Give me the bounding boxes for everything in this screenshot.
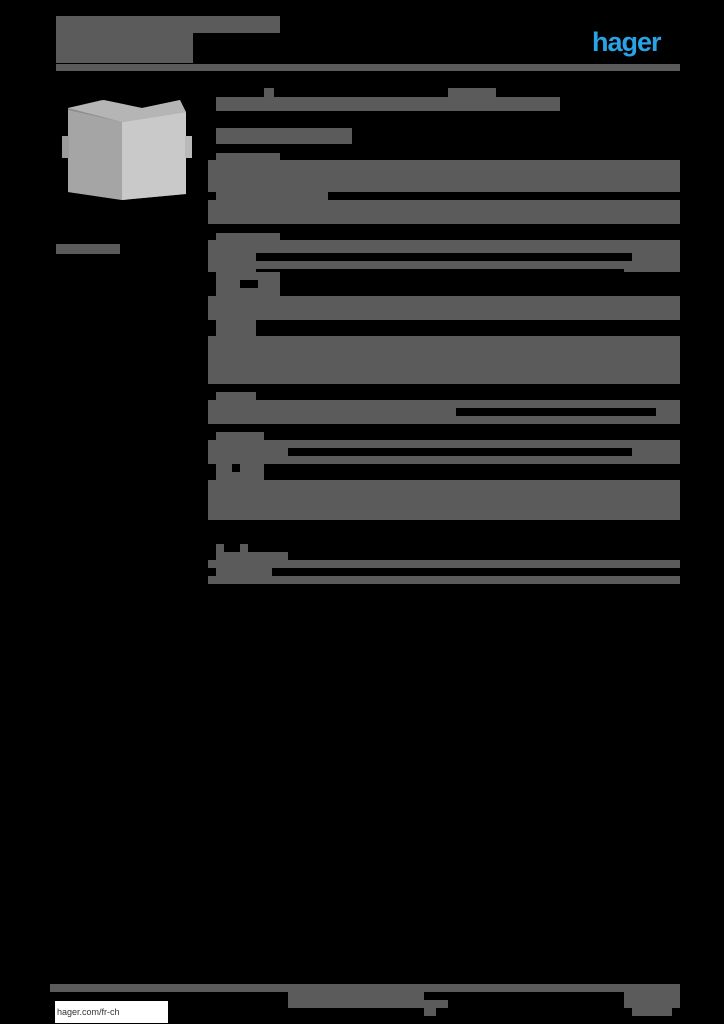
- footer-website-link[interactable]: hager.com/fr-ch: [55, 1001, 168, 1023]
- section-2-label: [216, 233, 280, 243]
- section-2-cutout: [240, 280, 258, 288]
- footer-center-text: [288, 992, 424, 1000]
- section-6-label-ascender-2: [240, 544, 248, 552]
- section-3-row: [208, 296, 680, 320]
- product-image: [62, 100, 192, 200]
- footer-page-number: [624, 992, 680, 1008]
- section-1-table: [208, 160, 680, 192]
- product-title-ascender-2: [448, 88, 496, 98]
- header-rule: [56, 64, 680, 71]
- footer-center-text-3: [424, 1008, 436, 1016]
- section-2-row-gap-2: [256, 269, 624, 272]
- footer-center-text-2: [288, 1000, 448, 1008]
- section-6-row-1: [208, 560, 680, 568]
- section-4-label: [216, 392, 256, 402]
- section-5-row-gap: [288, 448, 632, 456]
- section-6-sublabel: [216, 568, 272, 576]
- section-6-row-2: [208, 576, 680, 584]
- footer-rule: [50, 984, 680, 992]
- section-5-label: [216, 432, 264, 442]
- hager-logo[interactable]: hager: [592, 27, 662, 57]
- product-subtitle: [216, 128, 352, 144]
- header-title-line-2: [56, 33, 193, 63]
- section-2-row-gap-1: [256, 253, 632, 261]
- footer-page-number-2: [632, 1008, 672, 1016]
- section-6-label: [216, 552, 288, 560]
- header-title-line-1: [56, 16, 280, 33]
- section-4-row-gap: [456, 408, 656, 416]
- section-5-sublabel: [216, 464, 264, 480]
- section-5-row: [208, 480, 680, 520]
- sidebar-label: [56, 244, 120, 254]
- section-6-label-ascender-1: [216, 544, 224, 552]
- product-title: [216, 97, 560, 111]
- section-1-label: [216, 153, 280, 163]
- section-5-cutout: [232, 464, 240, 472]
- section-3-label: [216, 320, 256, 336]
- section-3-table: [208, 336, 680, 384]
- section-1-sublabel: [216, 192, 328, 200]
- product-title-ascender-1: [264, 88, 274, 98]
- section-1-row: [208, 200, 680, 224]
